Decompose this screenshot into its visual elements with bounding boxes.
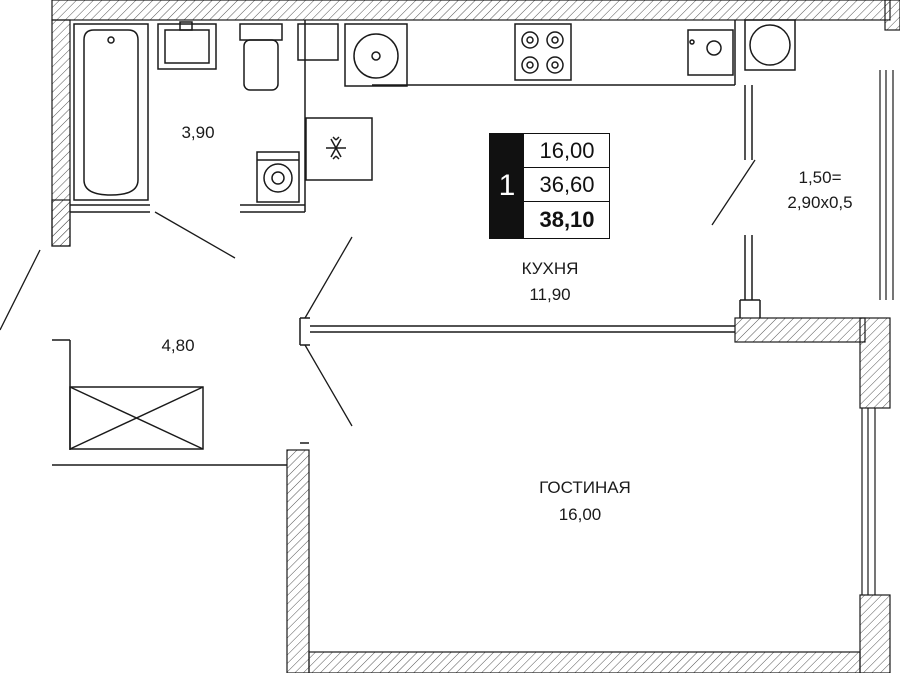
wall-right-mid	[859, 317, 891, 409]
water-heater-icon	[744, 19, 796, 71]
washing-machine-icon	[256, 151, 300, 203]
living-room-name: ГОСТИНАЯ	[539, 478, 631, 497]
area-without-balcony-value: 36,60	[524, 168, 610, 202]
kitchen-sink-icon	[344, 23, 408, 87]
wall-kitchen-balcony	[734, 317, 866, 343]
sink-icon	[157, 21, 217, 70]
balcony-area-line2: 2,90x0,5	[787, 193, 853, 212]
wall-right-top	[884, 0, 900, 31]
apartment-summary-badge: 1 16,00 36,60 38,10	[489, 133, 610, 239]
wall-living-left	[286, 449, 310, 673]
fridge-icon	[305, 117, 373, 181]
walls	[51, 0, 900, 673]
kitchen-area: 11,90	[529, 285, 571, 304]
living-area-value: 16,00	[524, 134, 610, 168]
toilet-icon	[239, 23, 283, 91]
cabinet-icon	[297, 23, 339, 61]
windows	[861, 70, 894, 595]
wall-right-lower	[859, 594, 891, 673]
balcony-area-line1: 1,50=	[798, 168, 842, 187]
kitchen-name: КУХНЯ	[521, 259, 579, 278]
total-area-value: 38,10	[539, 207, 595, 232]
wall-bath-corner	[51, 199, 71, 247]
wardrobe-icon	[69, 386, 204, 450]
wall-top	[51, 0, 891, 21]
boiler-icon	[687, 29, 734, 76]
room-count: 1	[490, 134, 524, 238]
bathroom-area: 3,90	[181, 123, 215, 142]
wall-living-bottom	[308, 651, 861, 673]
hallway-area: 4,80	[161, 336, 195, 355]
living-room-area: 16,00	[558, 505, 602, 524]
bathtub-icon	[73, 23, 149, 201]
stove-icon	[514, 23, 572, 81]
door-swings	[0, 159, 756, 427]
